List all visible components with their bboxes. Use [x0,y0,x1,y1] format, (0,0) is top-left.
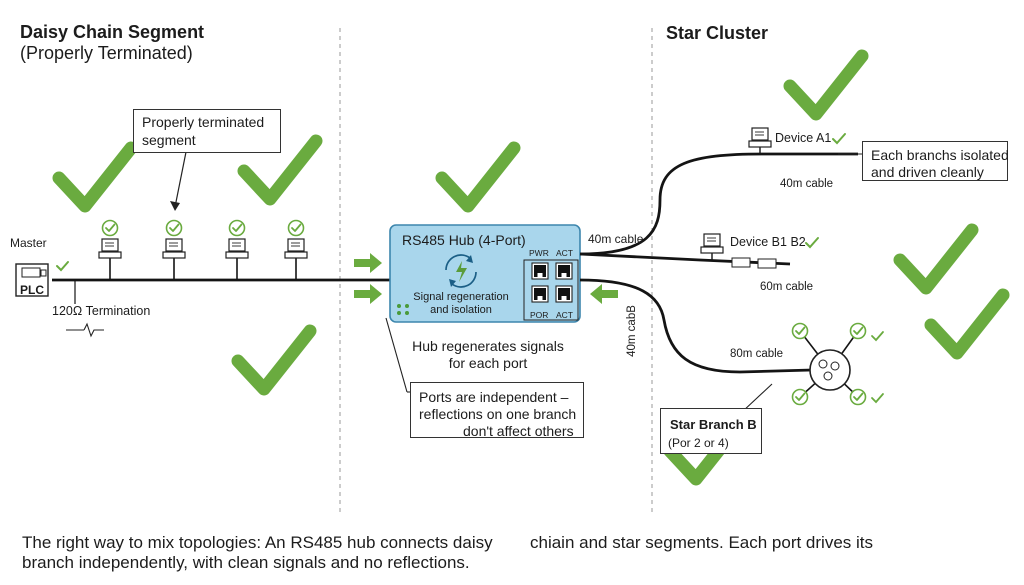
large-check-icon [59,148,131,206]
signal-arrow-icon [590,284,618,304]
properly-terminated-callout: Properly terminated segment [133,109,281,153]
daisy-section-title: Daisy Chain Segment [20,22,205,42]
plc-label: PLC [20,283,44,297]
device-b1b2-check-icon [805,237,819,249]
branch-isolated-note: Each branchs isolated and driven cleanly [862,141,1009,181]
device-a1-label: Device A1 [775,131,832,145]
inline-termination-resistor [731,257,751,268]
ports-note-line3: don't affect others [463,423,574,439]
pwr-label: PWR [529,248,549,258]
daisy-section-subtitle: (Properly Terminated) [20,43,193,63]
device-ok-check-icon [101,219,119,237]
plc-icon [15,263,49,297]
caption-line2: branch independently, with clean signals… [22,553,470,572]
large-check-icon [238,331,310,389]
ports-note-line2: reflections on one branch [419,406,577,422]
signal-arrow-icon [354,284,382,304]
master-label: Master [10,236,47,250]
daisy-device-2 [162,219,186,280]
cable-label-40m-top: 40m cable [588,232,644,246]
resistor-icon [66,322,104,338]
hub-port-1 [531,262,549,280]
star-node-check-icon [791,388,809,406]
caption-line1-left: The right way to mix topologies: An RS48… [22,533,493,552]
daisy-device-3 [225,219,249,280]
hub-status-leds [397,304,409,315]
ports-note-line1: Ports are independent – [419,389,569,405]
large-check-icon [442,148,514,206]
star-branch-b-note: Star Branch B (Por 2 or 4) [660,408,762,454]
hub-description-line1: Signal regeneration [413,291,509,303]
star-branch-connector [741,383,773,413]
star-node-check-icon [791,322,809,340]
hub-port-3 [531,285,549,303]
daisy-device-4 [284,219,308,280]
star-node-check-icon [849,322,867,340]
large-check-icon [900,230,972,288]
cable-label-80m: 80m cable [730,348,784,360]
large-check-icon [931,295,1003,353]
star-node-small-check-icon [871,393,884,404]
master-ok-check-icon [56,261,69,272]
hub-title: RS485 Hub (4-Port) [402,232,526,248]
device-b1b2-icon [700,233,724,260]
device-a1-icon [748,127,772,154]
cable-star-branch-b [579,278,813,374]
large-check-icon [790,56,862,114]
star-section-title: Star Cluster [666,23,769,43]
star-branch-title: Star Branch B [670,417,757,432]
caption-line1-right: chiain and star segments. Each port driv… [530,533,873,552]
callout-arrow [174,151,187,208]
signal-arrow-icon [354,253,382,273]
hub-port-4 [555,285,573,303]
hub-port-2 [555,262,573,280]
hub-note-line2: for each port [448,355,528,371]
hub-description-line2: and isolation [430,304,492,316]
isolated-note-line2: and driven cleanly [871,164,984,180]
act-label-top: ACT [556,248,573,258]
ports-note-connector [385,317,408,393]
star-hub [799,330,859,398]
star-node-check-icon [849,388,867,406]
device-ok-check-icon [165,219,183,237]
act-label-bottom: ACT [556,310,573,320]
device-a1-check-icon [832,133,846,145]
cable-label-60m: 60m cable [760,281,814,293]
inline-termination-resistor [757,258,777,269]
cable-label-40m-right: 40m cable [780,178,834,190]
regeneration-icon [445,254,477,288]
ports-independent-note: Ports are independent – reflections on o… [410,382,584,439]
cable-label-40m-vertical: 40m cabB [625,305,638,357]
daisy-device-1 [98,219,122,280]
hub-note-line1: Hub regenerates signals [412,338,564,354]
device-ok-check-icon [228,219,246,237]
termination-label: 120Ω Termination [52,304,151,318]
por-label: POR [530,310,549,320]
star-branch-sub: (Por 2 or 4) [668,436,729,450]
isolated-note-line1: Each branchs isolated [871,147,1009,163]
device-ok-check-icon [287,219,305,237]
device-b1b2-label: Device B1 B2 [730,235,806,249]
star-node-small-check-icon [871,331,884,342]
cable-device-a1 [579,152,858,256]
